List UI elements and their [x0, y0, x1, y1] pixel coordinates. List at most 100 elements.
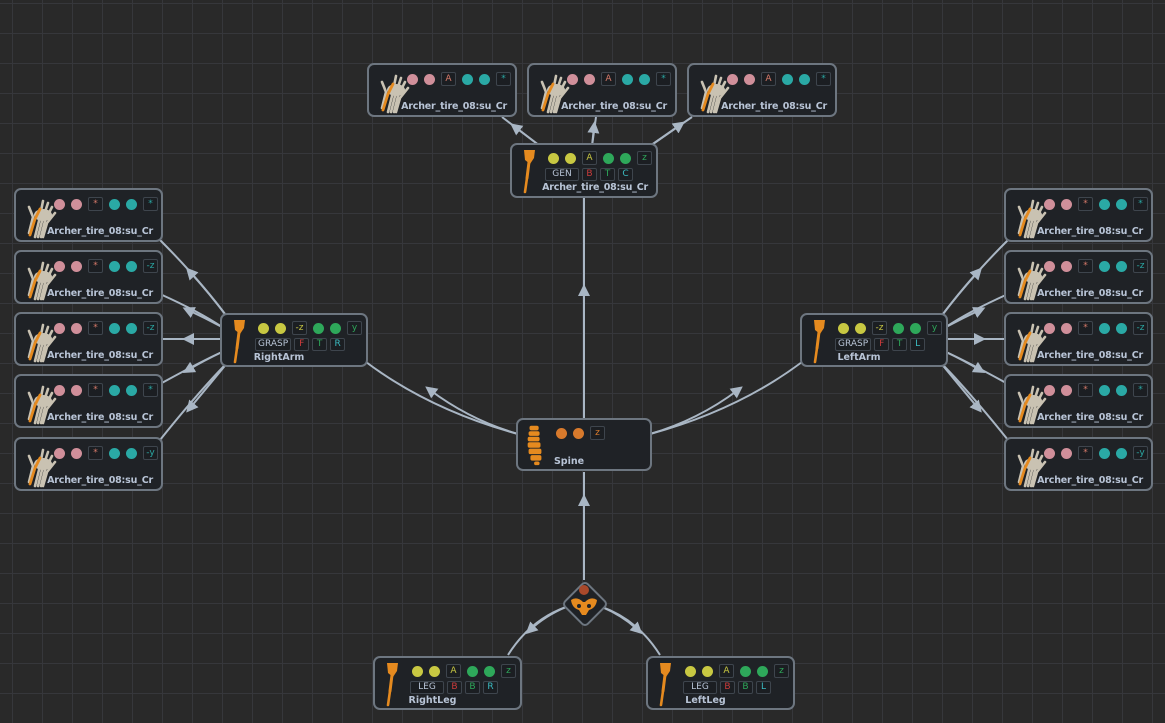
hand-node-top-1[interactable]: A * Archer_tire_08:su_Cr — [367, 63, 517, 117]
type-tag[interactable]: LEG — [410, 681, 444, 694]
flag-tag[interactable]: F — [294, 338, 310, 351]
hand-node-left-1[interactable]: * * Archer_tire_08:su_Cr — [14, 188, 163, 242]
status-dot — [424, 73, 435, 85]
status-dot — [838, 322, 849, 334]
flag-tag[interactable]: R — [483, 681, 498, 694]
axis-tag[interactable]: * — [88, 383, 103, 397]
axis-tag[interactable]: * — [1078, 259, 1093, 273]
axis-tag[interactable]: -z — [292, 321, 307, 335]
status-dot — [54, 384, 65, 396]
node-label: Archer_tire_08:su_Cr — [1037, 412, 1143, 423]
flag-tag[interactable]: B — [465, 681, 480, 694]
axis-tag[interactable]: A — [582, 151, 597, 165]
flag-tag[interactable]: T — [600, 168, 615, 181]
node-label: Archer_tire_08:su_Cr — [721, 101, 827, 112]
left-arm-node[interactable]: -z y GRASP F T L LeftArm — [800, 313, 948, 367]
axis-tag[interactable]: * — [656, 72, 671, 86]
flag-tag[interactable]: T — [312, 338, 328, 351]
type-tag[interactable]: LEG — [683, 681, 717, 694]
status-dot — [567, 73, 578, 85]
axis-tag[interactable]: -z — [143, 259, 158, 273]
type-tag[interactable]: GEN — [545, 168, 579, 181]
hand-node-left-3[interactable]: * -z Archer_tire_08:su_Cr — [14, 312, 163, 366]
axis-tag[interactable]: * — [88, 197, 103, 211]
status-dot — [407, 73, 418, 85]
status-dot — [685, 665, 696, 677]
hand-node-right-5[interactable]: * -y Archer_tire_08:su_Cr — [1004, 437, 1153, 491]
flag-tag[interactable]: B — [738, 681, 753, 694]
axis-tag[interactable]: A — [446, 664, 461, 678]
axis-tag[interactable]: z — [501, 664, 516, 678]
axis-tag[interactable]: * — [1078, 383, 1093, 397]
axis-tag[interactable]: A — [761, 72, 776, 86]
right-arm-node[interactable]: -z y GRASP F T R RightArm — [220, 313, 368, 367]
axis-tag[interactable]: A — [601, 72, 616, 86]
axis-tag[interactable]: z — [590, 426, 605, 440]
hand-node-right-3[interactable]: * -z Archer_tire_08:su_Cr — [1004, 312, 1153, 366]
hand-node-top-2[interactable]: A * Archer_tire_08:su_Cr — [527, 63, 677, 117]
axis-tag[interactable]: z — [637, 151, 652, 165]
root-node[interactable] — [560, 579, 610, 629]
axis-tag[interactable]: * — [88, 259, 103, 273]
axis-tag[interactable]: * — [1078, 446, 1093, 460]
axis-tag[interactable]: * — [496, 72, 511, 86]
axis-tag[interactable]: * — [1133, 383, 1148, 397]
type-tag[interactable]: GRASP — [255, 338, 292, 351]
node-label: RightArm — [253, 352, 305, 363]
axis-tag[interactable]: -z — [1133, 259, 1148, 273]
axis-tag[interactable]: * — [88, 321, 103, 335]
left-leg-node[interactable]: A z LEG B B L LeftLeg — [646, 656, 795, 710]
hand-node-left-4[interactable]: * * Archer_tire_08:su_Cr — [14, 374, 163, 428]
hand-node-left-2[interactable]: * -z Archer_tire_08:su_Cr — [14, 250, 163, 304]
axis-tag[interactable]: -y — [143, 446, 158, 460]
head-node[interactable]: A z GEN B T C Archer_tire_08:su_Cr — [510, 143, 658, 198]
axis-tag[interactable]: A — [719, 664, 734, 678]
axis-tag[interactable]: -z — [1133, 321, 1148, 335]
status-dot — [1116, 447, 1127, 459]
flag-tag[interactable]: B — [447, 681, 462, 694]
node-label: Archer_tire_08:su_Cr — [47, 475, 153, 486]
flag-tag[interactable]: L — [756, 681, 771, 694]
flag-tag[interactable]: B — [582, 168, 597, 181]
type-tag[interactable]: GRASP — [835, 338, 872, 351]
axis-tag[interactable]: y — [347, 321, 362, 335]
right-leg-node[interactable]: A z LEG B B R RightLeg — [373, 656, 522, 710]
axis-tag[interactable]: y — [927, 321, 942, 335]
flag-tag[interactable]: T — [892, 338, 908, 351]
axis-tag[interactable]: -y — [1133, 446, 1148, 460]
flag-tag[interactable]: C — [618, 168, 633, 181]
status-dot — [1099, 198, 1110, 210]
flag-tag[interactable]: R — [330, 338, 346, 351]
status-dot — [893, 322, 904, 334]
status-dot — [1044, 260, 1055, 272]
flag-tag[interactable]: B — [720, 681, 735, 694]
status-dot — [71, 447, 82, 459]
axis-tag[interactable]: * — [1133, 197, 1148, 211]
flag-tag[interactable]: L — [910, 338, 926, 351]
status-dot — [412, 665, 423, 677]
status-dot — [1099, 322, 1110, 334]
spine-node[interactable]: z Spine — [516, 418, 652, 471]
axis-tag[interactable]: * — [143, 197, 158, 211]
axis-tag[interactable]: * — [816, 72, 831, 86]
axis-tag[interactable]: A — [441, 72, 456, 86]
axis-tag[interactable]: -z — [872, 321, 887, 335]
status-dot — [484, 665, 495, 677]
flag-tag[interactable]: F — [874, 338, 890, 351]
axis-tag[interactable]: * — [143, 383, 158, 397]
axis-tag[interactable]: z — [774, 664, 789, 678]
hand-node-top-3[interactable]: A * Archer_tire_08:su_Cr — [687, 63, 837, 117]
hand-node-right-4[interactable]: * * Archer_tire_08:su_Cr — [1004, 374, 1153, 428]
axis-tag[interactable]: -z — [143, 321, 158, 335]
hand-node-right-2[interactable]: * -z Archer_tire_08:su_Cr — [1004, 250, 1153, 304]
node-label: Archer_tire_08:su_Cr — [1037, 350, 1143, 361]
axis-tag[interactable]: * — [1078, 197, 1093, 211]
axis-tag[interactable]: * — [1078, 321, 1093, 335]
node-label: Archer_tire_08:su_Cr — [401, 101, 507, 112]
hand-node-left-5[interactable]: * -y Archer_tire_08:su_Cr — [14, 437, 163, 491]
axis-tag[interactable]: * — [88, 446, 103, 460]
status-dot — [1116, 384, 1127, 396]
status-dot — [1061, 322, 1072, 334]
hand-node-right-1[interactable]: * * Archer_tire_08:su_Cr — [1004, 188, 1153, 242]
